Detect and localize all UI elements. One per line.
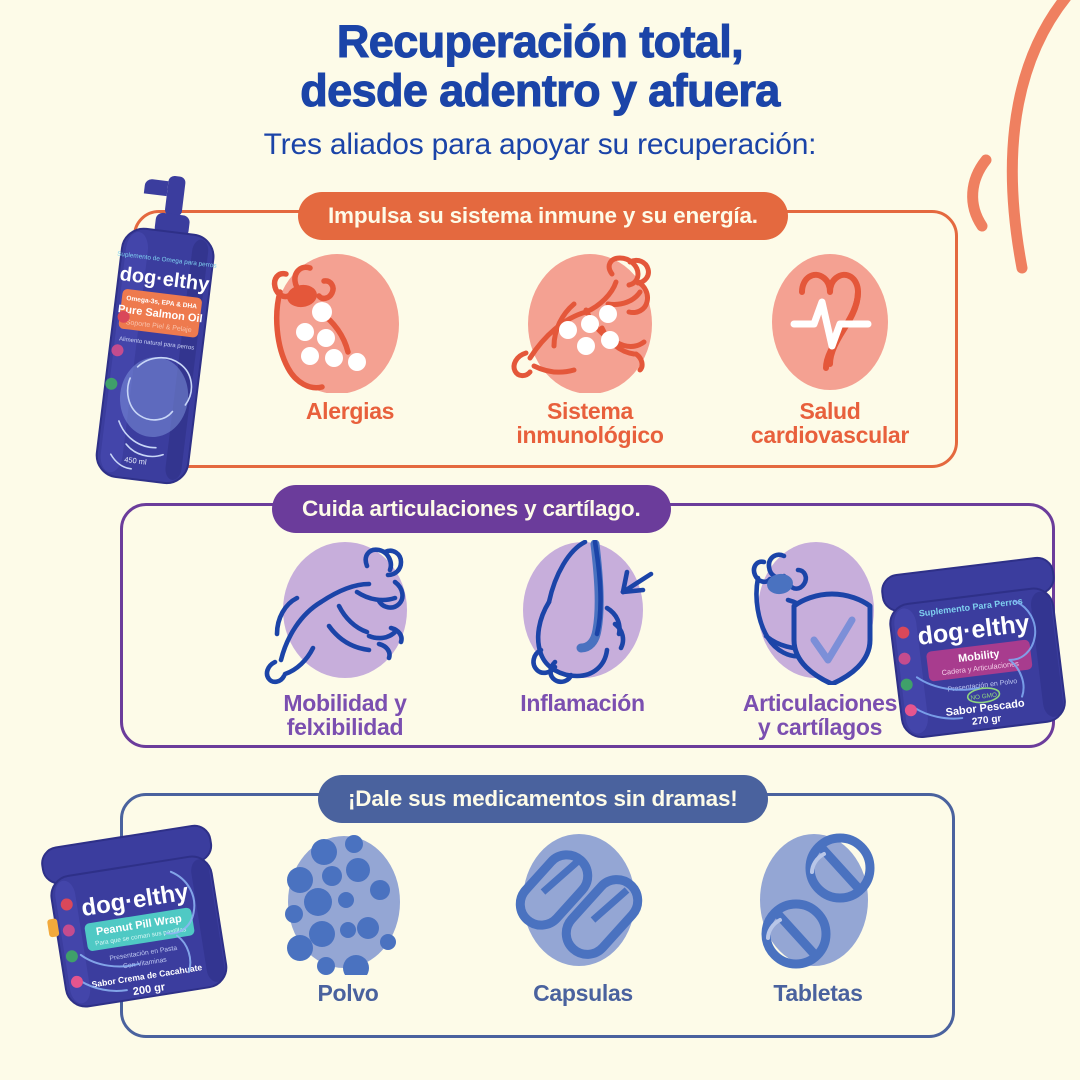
icon-cell-mobilidad[interactable]: Mobilidad y felxibilidad [245, 540, 445, 740]
icon-label-line-2: cardiovascular [750, 422, 910, 449]
icon-label-line-2: felxibilidad [286, 714, 404, 741]
icon-label: Tabletas [718, 981, 918, 1005]
powder-icon [285, 835, 400, 975]
page-title: Recuperación total, desde adentro y afue… [0, 0, 1080, 115]
paw-joint-icon [522, 540, 653, 685]
svg-text:NO GMO: NO GMO [970, 692, 997, 702]
icon-label-line-1: Articulaciones [742, 690, 898, 716]
icon-label-line-1: Mobilidad y [283, 690, 407, 716]
icon-label: Sistema inmunológico [490, 399, 690, 448]
svg-text:270 gr: 270 gr [971, 713, 1002, 728]
icon-row-inmune: Alergias [250, 248, 930, 448]
heart-pulse-icon [772, 254, 888, 390]
icon-label-line-2: y cartílagos [757, 714, 883, 741]
icon-label: Polvo [248, 981, 448, 1005]
svg-text:450 ml: 450 ml [124, 455, 148, 467]
section-badge-medicamentos: ¡Dale sus medicamentos sin dramas! [318, 775, 768, 823]
page-subtitle: Tres aliados para apoyar su recuperación… [263, 128, 817, 162]
icon-label: Alergias [250, 399, 450, 423]
icon-label-line-1: Sistema [546, 398, 634, 424]
header: Recuperación total, desde adentro y afue… [0, 0, 1080, 162]
svg-text:Mobility: Mobility [957, 648, 1001, 665]
icon-label: Articulaciones y cartílagos [720, 691, 920, 740]
title-line-1: Recuperación total, [336, 16, 744, 67]
section-badge-inmune: Impulsa su sistema inmune y su energía. [298, 192, 788, 240]
icon-row-articulaciones: Mobilidad y felxibilidad [245, 540, 920, 740]
icon-label-line-1: Inflamación [520, 690, 645, 716]
product-mobility-jar[interactable]: Suplemento Para Perros dog·elthy Mobilit… [868, 550, 1080, 755]
icon-label-line-1: Salud [799, 398, 861, 424]
icon-cell-inflamacion[interactable]: Inflamación [483, 540, 683, 740]
capsules-icon [515, 834, 643, 966]
icon-cell-salud-cardiovascular[interactable]: Salud cardiovascular [730, 248, 930, 448]
icon-cell-polvo[interactable]: Polvo [248, 830, 448, 1005]
icon-cell-articulaciones[interactable]: Articulaciones y cartílagos [720, 540, 920, 740]
dog-allergy-icon [271, 254, 399, 393]
icon-label-line-2: inmunológico [516, 422, 664, 449]
jumping-dog-icon [511, 254, 652, 393]
icon-row-medicamentos: Polvo Capsulas [248, 830, 918, 1005]
title-line-2: desde adentro y afuera [300, 64, 781, 116]
dog-shield-icon [751, 542, 874, 685]
icon-label: Capsulas [483, 981, 683, 1005]
icon-label-line-1: Alergias [305, 398, 395, 424]
icon-label: Mobilidad y felxibilidad [245, 691, 445, 740]
icon-label: Inflamación [483, 691, 683, 715]
icon-cell-tabletas[interactable]: Tabletas [718, 830, 918, 1005]
icon-label-line-1: Polvo [317, 980, 379, 1006]
icon-label-line-1: Capsulas [533, 980, 633, 1006]
icon-label: Salud cardiovascular [730, 399, 930, 448]
jumping-dog-icon [264, 542, 407, 685]
section-badge-articulaciones: Cuida articulaciones y cartílago. [272, 485, 671, 533]
icon-cell-sistema-inmunologico[interactable]: Sistema inmunológico [490, 248, 690, 448]
svg-text:200 gr: 200 gr [132, 981, 167, 998]
icon-cell-alergias[interactable]: Alergias [250, 248, 450, 448]
tablets-icon [760, 833, 875, 969]
icon-label-line-1: Tabletas [773, 980, 863, 1006]
product-peanut-pill-wrap-jar[interactable]: dog·elthy Peanut Pill Wrap Para que se c… [28, 820, 243, 1020]
icon-cell-capsulas[interactable]: Capsulas [483, 830, 683, 1005]
product-pure-salmon-oil-bottle[interactable]: Suplemento de Omega para perros dog·elth… [68, 168, 228, 508]
